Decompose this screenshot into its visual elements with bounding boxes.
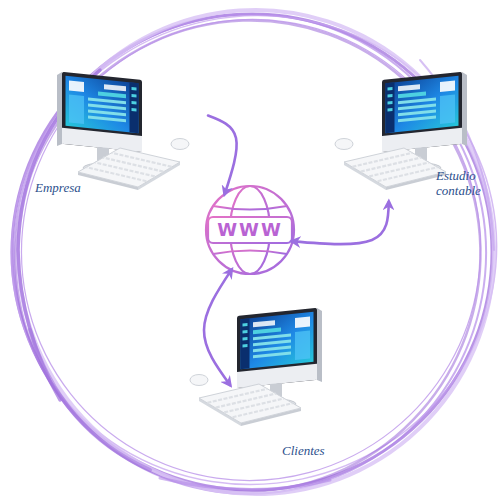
node-label: Clientes: [282, 443, 342, 458]
computer-illustration: [57, 72, 189, 190]
globe-node: WWW: [203, 183, 297, 277]
globe-parallel: [213, 206, 287, 210]
computer-node: Clientes: [230, 305, 342, 465]
node-label: Empresa: [35, 180, 125, 195]
swirl-stroke: [160, 478, 330, 490]
computer-illustration: [190, 308, 322, 426]
swirl-stroke: [30, 330, 150, 470]
connector-arrow: [204, 270, 231, 385]
computer-node: Estudio contable: [330, 70, 498, 202]
globe-parallel: [213, 251, 287, 255]
globe-label: WWW: [203, 217, 297, 243]
connector-arrow: [208, 116, 237, 194]
connector-arrow: [293, 202, 389, 244]
node-label: Estudio contable: [436, 168, 498, 198]
computer-illustration: [57, 72, 189, 190]
computer-node: Empresa: [30, 70, 208, 200]
